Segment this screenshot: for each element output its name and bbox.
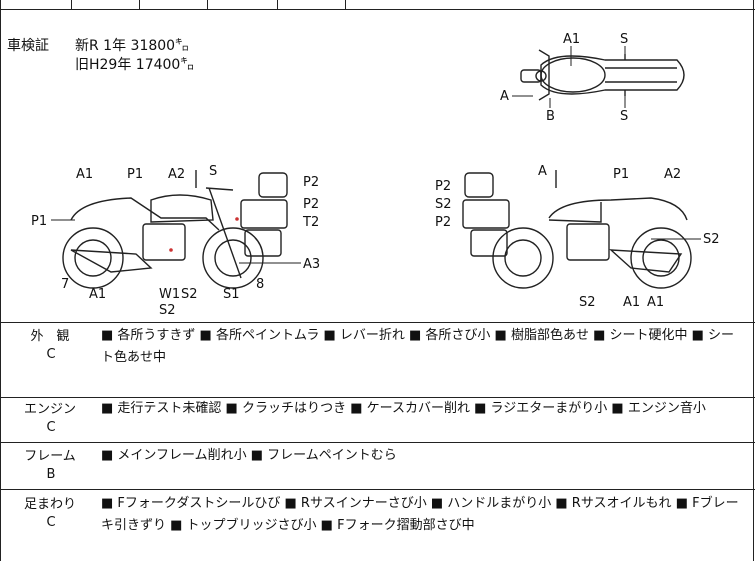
lbl-l-p2a: P2 <box>303 175 319 190</box>
section-notes: ■ Fフォークダストシールひび ■ Rサスインナーさび小 ■ ハンドルまがり小 … <box>101 496 739 533</box>
section-category: エンジン <box>23 402 76 417</box>
lbl-l-a1-bottom: A1 <box>89 287 106 302</box>
lbl-r-a1b: A1 <box>647 295 664 310</box>
left-side-motorcycle <box>62 170 288 289</box>
section-grade: C <box>46 347 56 362</box>
lbl-l-a2: A2 <box>168 167 185 182</box>
section-category: フレーム <box>24 449 76 464</box>
header-cell <box>1 0 72 9</box>
lbl-r-a1a: A1 <box>623 295 640 310</box>
damage-diagram-panel: 車検証 新R 1年 31800㌔ 旧H29年 17400㌔ A1 S A B S <box>1 10 755 323</box>
shaken-new: 新R 1年 31800㌔ <box>75 38 190 54</box>
header-cell <box>139 0 208 9</box>
shaken-old: 旧H29年 17400㌔ <box>75 57 195 73</box>
lbl-r-s2-right: S2 <box>703 232 720 247</box>
lbl-r-a2: A2 <box>664 167 681 182</box>
shaken-label: 車検証 <box>7 38 49 54</box>
lbl-l-s1: S1 <box>223 287 240 302</box>
header-cell <box>71 0 140 9</box>
section-exterior: 外 観 C ■ 各所うすきず ■ 各所ペイントムラ ■ レバー折れ ■ 各所さび… <box>1 323 755 398</box>
lbl-r-s2a: S2 <box>435 197 452 212</box>
lbl-top-a1: A1 <box>563 32 580 47</box>
lbl-r-p2b: P2 <box>435 215 451 230</box>
lbl-top-s2: S <box>620 109 628 124</box>
lbl-l-a3: A3 <box>303 257 320 272</box>
lbl-r-a: A <box>538 164 547 179</box>
lbl-top-s: S <box>620 32 628 47</box>
section-notes: ■ 各所うすきず ■ 各所ペイントムラ ■ レバー折れ ■ 各所さび小 ■ 樹脂… <box>101 328 735 365</box>
section-grade: C <box>46 420 56 435</box>
section-engine: エンジン C ■ 走行テスト未確認 ■ クラッチはりつき ■ ケースカバー削れ … <box>1 398 755 443</box>
section-frame: フレーム B ■ メインフレーム削れ小 ■ フレームペイントむら <box>1 443 755 490</box>
lbl-top-b: B <box>546 109 555 124</box>
lbl-l-t2: T2 <box>302 215 319 230</box>
motorcycle-diagrams: A1 S A B S <box>31 32 720 318</box>
lbl-l-p1-top: P1 <box>127 167 143 182</box>
section-notes: ■ メインフレーム削れ小 ■ フレームペイントむら <box>101 448 397 463</box>
lbl-l-p2b: P2 <box>303 197 319 212</box>
lbl-l-s: S <box>209 164 217 179</box>
lbl-r-p2a: P2 <box>435 179 451 194</box>
section-grade: B <box>46 467 56 482</box>
header-row-cut <box>1 0 755 10</box>
lbl-l-p1-left: P1 <box>31 214 47 229</box>
section-category: 外 観 <box>30 329 70 344</box>
lbl-r-s2-bottom: S2 <box>579 295 596 310</box>
section-notes: ■ 走行テスト未確認 ■ クラッチはりつき ■ ケースカバー削れ ■ ラジエター… <box>101 401 706 416</box>
lbl-r-p1: P1 <box>613 167 629 182</box>
section-grade: C <box>46 515 56 530</box>
right-side-motorcycle <box>462 170 692 289</box>
lbl-l-a1-top: A1 <box>76 167 93 182</box>
top-view-motorcycle <box>520 49 685 101</box>
lbl-l-s2: S2 <box>181 287 198 302</box>
header-cell <box>207 0 278 9</box>
section-category: 足まわり <box>23 497 76 512</box>
lbl-l-w1: W1 <box>159 287 180 302</box>
lbl-l-8: 8 <box>256 277 264 292</box>
lbl-top-a: A <box>500 89 509 104</box>
section-chassis: 足まわり C ■ Fフォークダストシールひび ■ Rサスインナーさび小 ■ ハン… <box>1 490 755 561</box>
lbl-l-s2-low: S2 <box>159 303 176 318</box>
header-cell <box>277 0 346 9</box>
lbl-l-7: 7 <box>61 277 69 292</box>
